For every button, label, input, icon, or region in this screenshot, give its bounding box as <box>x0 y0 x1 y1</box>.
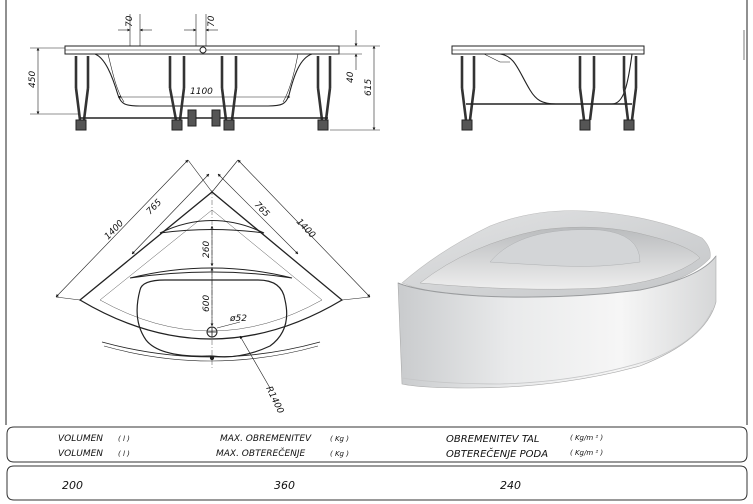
dim-1100: 1100 <box>190 87 213 97</box>
row2-col2-label: MAX. OBTEREČENJE <box>216 447 306 459</box>
bathtub-3d-render <box>397 210 717 389</box>
dim-450: 450 <box>28 71 38 88</box>
value-volume: 200 <box>62 479 83 492</box>
dim-260: 260 <box>202 241 212 258</box>
row1-col3-label: OBREMENITEV TAL <box>446 434 539 445</box>
dim-765-right: 765 <box>252 200 271 220</box>
row2-col1-unit: ( l ) <box>118 450 130 458</box>
dim-drain-diameter: ø52 <box>229 314 247 324</box>
dim-1400-left: 1400 <box>103 218 126 242</box>
side-elevation-view <box>451 30 745 131</box>
row2-col3-unit: ( Kg/m ² ) <box>570 449 603 457</box>
value-floor-load: 240 <box>500 479 521 492</box>
row2-col2-unit: ( Kg ) <box>330 450 349 458</box>
dim-1400-right: 1400 <box>294 217 317 241</box>
dim-615: 615 <box>364 79 374 96</box>
spec-table <box>6 426 748 501</box>
row1-col3-unit: ( Kg/m ² ) <box>570 434 603 442</box>
dim-radius: R1400 <box>263 385 285 416</box>
value-max-load: 360 <box>274 479 295 492</box>
dim-70-left: 70 <box>125 15 135 27</box>
row1-col1-label: VOLUMEN <box>58 434 103 444</box>
row1-col1-unit: ( l ) <box>118 435 130 443</box>
dim-765-left: 765 <box>145 198 164 218</box>
row2-col3-label: OBTEREČENJE PODA <box>446 447 548 460</box>
plan-view <box>55 159 371 389</box>
front-elevation-view <box>30 14 380 131</box>
dim-70-right: 70 <box>207 15 217 27</box>
dim-600: 600 <box>202 295 212 312</box>
row1-col2-unit: ( Kg ) <box>330 435 349 443</box>
row1-col2-label: MAX. OBREMENITEV <box>220 434 312 444</box>
row2-col1-label: VOLUMEN <box>58 449 103 459</box>
drawing-frame <box>5 0 748 425</box>
dim-40: 40 <box>346 71 356 83</box>
